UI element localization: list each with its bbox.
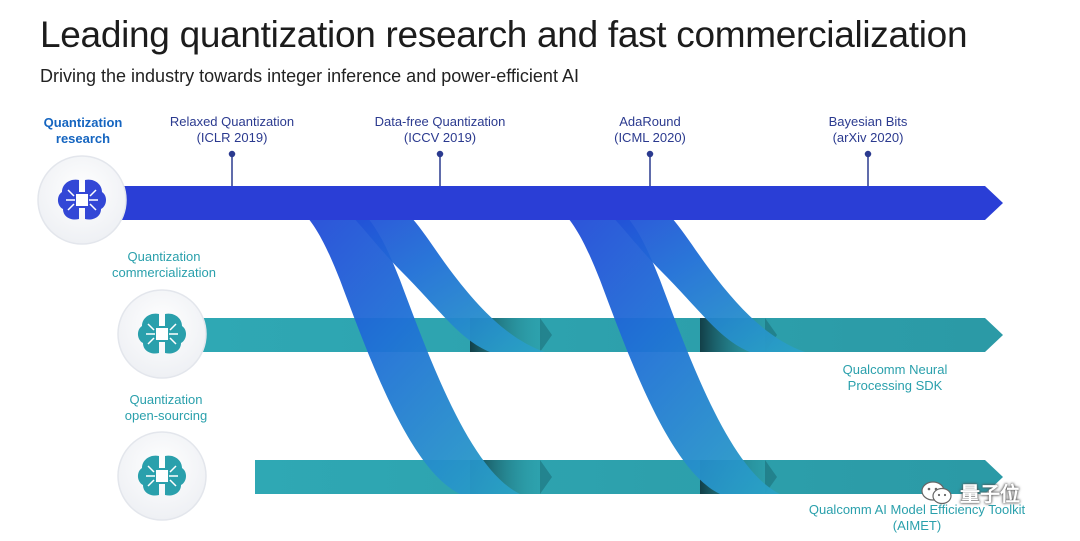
commercialization-lane: [200, 318, 1003, 352]
research-circle: [37, 155, 127, 245]
research-lane: [120, 186, 1003, 220]
milestone-venue: (ICCV 2019): [403, 130, 477, 145]
output-line1: Qualcomm AI Model Efficiency Toolkit: [808, 502, 1026, 517]
milestone-name: Bayesian Bits: [828, 114, 908, 129]
page-title: Leading quantization research and fast c…: [40, 14, 968, 55]
milestone-data-free-quantization: Data-free Quantization (ICCV 2019): [362, 114, 518, 146]
output-neural-processing-sdk: Qualcomm Neural Processing SDK: [828, 362, 962, 394]
brain-chip-icon: [57, 179, 107, 220]
commercialization-circle: [117, 289, 207, 379]
brain-chip-icon: [137, 313, 187, 354]
output-line1: Qualcomm Neural: [842, 362, 948, 377]
lane-label-research: Quantization research: [40, 115, 126, 147]
lane-label-open-sourcing-text: Quantization open-sourcing: [124, 392, 208, 423]
lane-label-research-text: Quantization research: [43, 115, 123, 146]
milestone-venue: (ICML 2020): [614, 130, 686, 145]
milestone-name: AdaRound: [619, 114, 681, 129]
brain-chip-icon: [137, 455, 187, 496]
transfer-ribbons: [240, 186, 805, 494]
open-sourcing-circle: [117, 431, 207, 521]
lane-label-open-sourcing: Quantization open-sourcing: [112, 392, 220, 424]
output-line2: (AIMET): [892, 518, 942, 533]
lane-label-commercialization-text: Quantization commercialization: [111, 249, 217, 280]
milestone-bayesian-bits: Bayesian Bits (arXiv 2020): [818, 114, 918, 146]
watermark: 量子位: [920, 478, 1020, 507]
milestone-pins: [228, 150, 872, 186]
milestone-name: Data-free Quantization: [374, 114, 506, 129]
milestone-relaxed-quantization: Relaxed Quantization (ICLR 2019): [162, 114, 302, 146]
page-subtitle: Driving the industry towards integer inf…: [40, 66, 579, 86]
milestone-venue: (arXiv 2020): [832, 130, 904, 145]
wechat-icon: [921, 480, 952, 504]
open-sourcing-lane: [255, 460, 1003, 494]
output-line2: Processing SDK: [847, 378, 943, 393]
milestone-adaround: AdaRound (ICML 2020): [600, 114, 700, 146]
watermark-text: 量子位: [960, 484, 1020, 506]
milestone-venue: (ICLR 2019): [196, 130, 268, 145]
lane-label-commercialization: Quantization commercialization: [100, 249, 228, 281]
milestone-name: Relaxed Quantization: [169, 114, 295, 129]
output-aimet: Qualcomm AI Model Efficiency Toolkit (AI…: [790, 502, 1044, 534]
